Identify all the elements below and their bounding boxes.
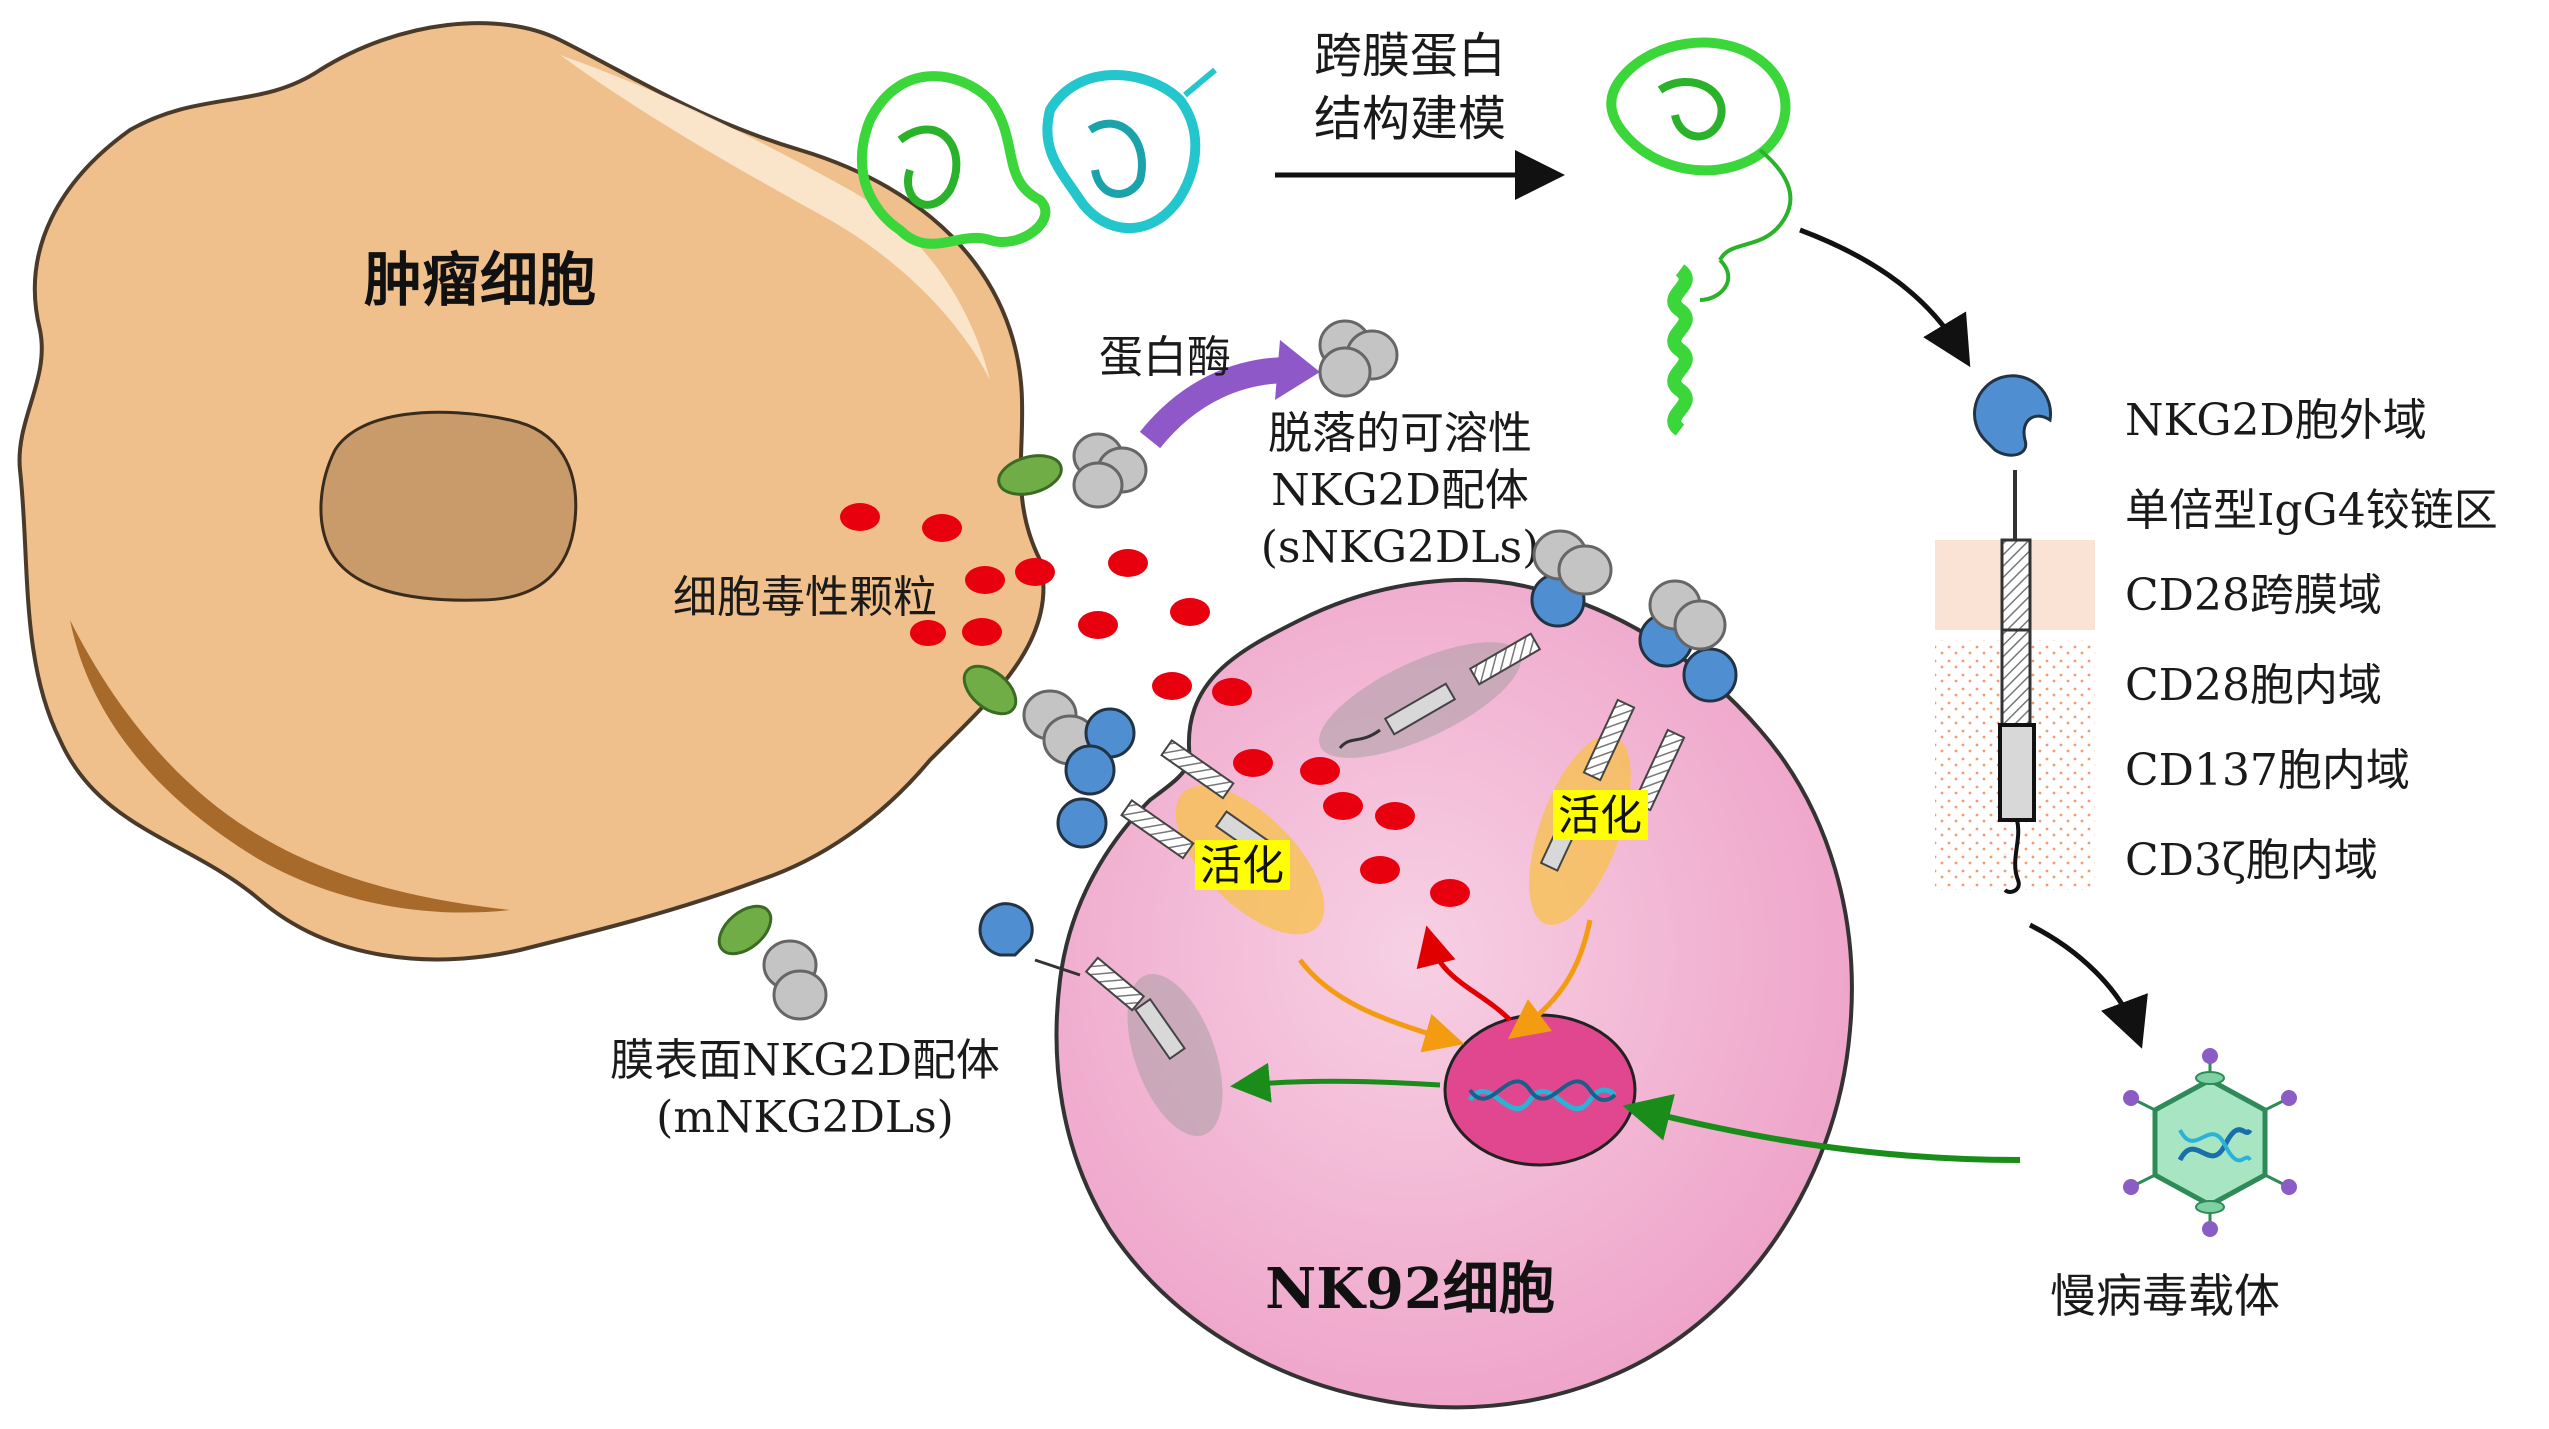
shed-ligand-label-1: 脱落的可溶性 (1268, 408, 1532, 459)
shed-ligand-label-2: NKG2D配体 (1271, 465, 1529, 516)
tumor-cell (17, 21, 1046, 962)
dna-strand-icon (1468, 1079, 1617, 1102)
activation-badge-1 (1195, 840, 1290, 890)
membrane-ligand-label-1: 膜表面NKG2D配体 (610, 1035, 1000, 1086)
modeling-label-1: 跨膜蛋白 (1314, 28, 1506, 84)
membrane-ligand-bottom (717, 904, 828, 1021)
modeling-label-2: 结构建模 (1314, 91, 1506, 147)
protease-arrow (1139, 357, 1291, 449)
to-vector-arrow (2028, 922, 2148, 1049)
ligand-gray-icon (1072, 432, 1148, 509)
dna-icon (1467, 1087, 1617, 1111)
cd28-tm-icon (2000, 538, 2032, 632)
car-domain-5: CD3ζ胞内域 (2125, 835, 2378, 886)
nk92-cell-label: NK92细胞 (1265, 1256, 1555, 1322)
modeled-receptor-icon (1606, 37, 1793, 436)
lentivirus-icon (2123, 1048, 2297, 1237)
protease-arrow-head (1275, 340, 1320, 400)
protein-dimer-icon (857, 67, 1217, 249)
car-construct (1935, 374, 2095, 894)
tumor-nucleus (319, 410, 578, 602)
signal-arrow-left (1298, 958, 1465, 1053)
activation-label-2: 活化 (1558, 791, 1642, 840)
cd3z-icon (2003, 819, 2021, 894)
cd28-ic-icon (2000, 628, 2032, 727)
tumor-shadow (70, 620, 510, 913)
expression-arrow (1230, 1062, 1441, 1103)
lentivirus-label: 慢病毒载体 (2050, 1269, 2280, 1323)
tumor-cell-label: 肿瘤细胞 (364, 246, 596, 314)
car-domain-4: CD137胞内域 (2125, 745, 2410, 796)
car-domain-0: NKG2D胞外域 (2125, 395, 2427, 446)
signal-arrow-right (1508, 919, 1593, 1040)
car-receptor-top (1319, 529, 1613, 758)
activation-badge-2 (1553, 790, 1648, 840)
protease-label: 蛋白酶 (1099, 332, 1231, 383)
activation-label-1: 活化 (1200, 841, 1284, 890)
membrane-ligand-top (997, 432, 1148, 509)
car-receptor-free (978, 902, 1223, 1137)
transduction-arrow (1622, 1093, 2021, 1163)
cytotoxic-granules (840, 503, 1470, 907)
car-domain-1: 单倍型IgG4铰链区 (2125, 485, 2498, 536)
shed-ligand-icon (1318, 319, 1399, 398)
nkg2d-ectodomain-icon (1973, 374, 2052, 457)
membrane-ligand-bound (962, 664, 1136, 796)
car-domain-2: CD28跨膜域 (2125, 570, 2382, 621)
granule-release-arrow (1416, 925, 1512, 1022)
car-domain-3: CD28胞内域 (2125, 660, 2382, 711)
shed-ligand-label-3: (sNKG2DLs) (1261, 522, 1540, 573)
granules-label: 细胞毒性颗粒 (673, 572, 937, 623)
to-car-arrow (1799, 227, 1971, 368)
membrane-ligand-label-2: (mNKG2DLs) (656, 1092, 954, 1143)
cd137-icon (1998, 723, 2036, 822)
